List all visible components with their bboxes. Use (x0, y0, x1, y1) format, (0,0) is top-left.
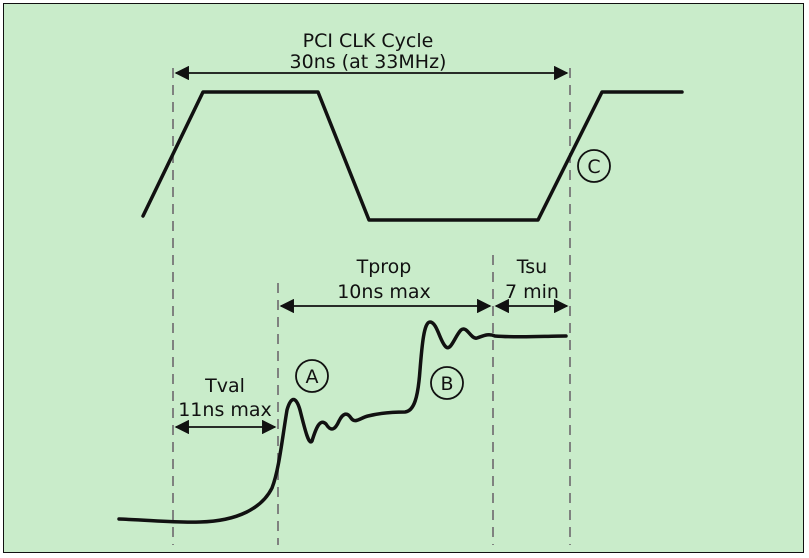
tval-subtitle: 11ns max (178, 399, 272, 421)
tprop-title: Tprop (356, 256, 412, 278)
signal-waveform (117, 320, 568, 524)
marker-c-label: C (587, 156, 600, 178)
cycle-subtitle: 30ns (at 33MHz) (290, 51, 447, 73)
timing-diagram-frame (3, 3, 804, 553)
marker-a-label: A (306, 366, 319, 388)
clock-waveform (141, 90, 684, 222)
marker-b: B (430, 366, 464, 400)
tsu-title: Tsu (516, 256, 547, 278)
marker-c: C (577, 149, 611, 183)
marker-b-label: B (440, 373, 453, 395)
tprop-subtitle: 10ns max (337, 281, 431, 303)
tsu-subtitle: 7 min (505, 281, 559, 303)
cycle-title: PCI CLK Cycle (303, 30, 434, 52)
marker-a: A (295, 359, 329, 393)
tval-title: Tval (204, 375, 245, 397)
